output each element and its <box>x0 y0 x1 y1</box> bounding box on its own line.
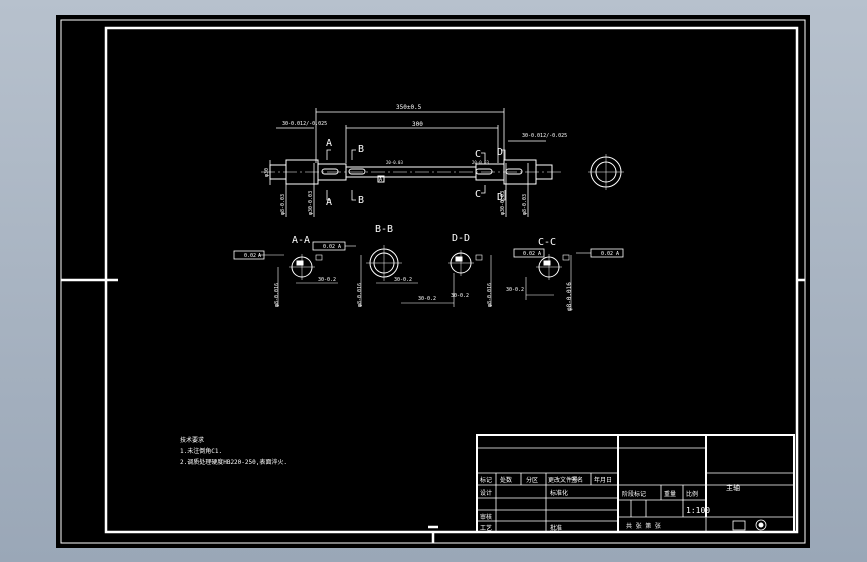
marker-b-bottom: B <box>358 195 364 206</box>
outer-sheet-border <box>60 19 806 544</box>
dim-right-dia-tol: 30-0.012/-0.025 <box>522 133 567 139</box>
corner-marks <box>60 19 806 544</box>
marker-c-bottom: C <box>475 189 481 200</box>
section-c-tol-ref: A <box>538 251 541 257</box>
section-a-a-drawing <box>233 250 338 307</box>
extra-tol-ref: A <box>616 251 619 257</box>
dim-left-small-dia: φ8-0.03 <box>280 194 286 215</box>
main-shaft <box>261 159 561 185</box>
section-d-dim-v: φ8-0.016 <box>487 283 493 307</box>
notes-line-1: 1.未注倒角C1. <box>180 447 222 455</box>
tb-sheji: 设计 <box>480 489 492 497</box>
section-a-dim-h: 30-0.2 <box>318 277 336 283</box>
marker-d-top: D <box>497 147 503 158</box>
tb-fenqu: 分区 <box>526 476 538 484</box>
dim-left-mid-dia: φ30-0.03 <box>308 191 314 215</box>
marker-c-top: C <box>475 149 481 160</box>
section-d-dim-h: 30-0.2 <box>418 296 436 302</box>
tb-biaozhunhua: 标准化 <box>550 489 568 497</box>
dim-right-mid-dia: φ30-0.03 <box>500 191 506 215</box>
tb-biaoji: 标记 <box>480 476 492 484</box>
section-b-tol: 0.02 <box>323 244 335 250</box>
notes-heading: 技术要求 <box>180 436 204 444</box>
dim-right-small-dia: φ8-0.03 <box>522 194 528 215</box>
dim-overall-length: 350±0.5 <box>396 104 422 111</box>
tb-date: 年月日 <box>594 476 612 484</box>
dim-left-dia-tol: 30-0.012/-0.025 <box>282 121 327 127</box>
datum-label: A <box>379 177 382 183</box>
dim-left-shaft-small: 20-0.03 <box>386 160 403 165</box>
section-a-dim-v: φ8-0.016 <box>274 283 280 307</box>
tb-jieduan: 阶段标记 <box>622 490 646 498</box>
technical-notes: 技术要求 1.未注倒角C1. 2.调质处理硬度HB220-250,表面淬火. <box>180 436 287 466</box>
tb-gongyi: 工艺 <box>480 524 492 532</box>
marker-a-bottom: A <box>326 197 332 208</box>
tb-scale: 1:100 <box>686 506 710 515</box>
section-c-tol: 0.02 <box>523 251 535 257</box>
inner-drawing-frame <box>104 26 799 534</box>
tb-zhongliang: 重量 <box>664 490 676 498</box>
tb-chushu: 处数 <box>500 476 512 484</box>
end-view <box>588 154 624 190</box>
tb-shenhe: 审核 <box>480 513 492 521</box>
cad-drawing-viewport[interactable]: 350±0.5 300 30-0.012/-0.025 30-0.012/-0.… <box>56 15 810 548</box>
dim-center-dia: φ30 <box>264 168 270 177</box>
section-c-dim-h: 30-0.2 <box>506 287 524 293</box>
marker-b-top: B <box>358 144 364 155</box>
extra-dim: 30-0.2 <box>451 293 469 299</box>
engineering-drawing: 350±0.5 300 30-0.012/-0.025 30-0.012/-0.… <box>60 19 806 544</box>
tb-bili: 比例 <box>686 490 698 498</box>
dimension-texts: 350±0.5 300 30-0.012/-0.025 30-0.012/-0.… <box>264 104 567 215</box>
dim-right-shaft-small: 20-0.03 <box>472 160 489 165</box>
marker-d-bottom: D <box>497 192 503 203</box>
section-d-d-title: D-D <box>452 233 470 244</box>
section-c-c-title: C-C <box>538 237 556 248</box>
section-cut-markers <box>326 149 506 201</box>
section-marker-labels: A A B B C C D D <box>326 138 503 208</box>
section-b-b-drawing <box>312 241 418 307</box>
tb-pizhun: 批准 <box>550 524 562 532</box>
section-a-tol: 0.02 <box>244 253 256 259</box>
tb-part-name: 主轴 <box>726 483 740 492</box>
section-b-tol-ref: A <box>338 244 341 250</box>
section-b-dim-v: φ8-0.016 <box>357 283 363 307</box>
marker-a-top: A <box>326 138 332 149</box>
section-view-labels: A-A B-B D-D C-C 0.02 A 0.02 A 0.02 A 0.0… <box>244 224 619 311</box>
notes-line-2: 2.调质处理硬度HB220-250,表面淬火. <box>180 458 287 466</box>
section-c-dim-v: φ8-0.016 <box>566 282 573 311</box>
title-block-text: 标记 处数 分区 更改文件号 签名 年月日 设计 标准化 审核 工艺 批准 阶段… <box>480 476 740 532</box>
section-a-a-title: A-A <box>292 235 310 246</box>
section-b-dim-h: 30-0.2 <box>394 277 412 283</box>
section-b-b-title: B-B <box>375 224 393 235</box>
centering-marks <box>61 278 805 543</box>
section-c-c-drawing <box>513 248 624 311</box>
tb-gengai: 更改文件号 <box>548 476 578 484</box>
dim-inner-length: 300 <box>412 121 423 128</box>
section-d-d-drawing <box>401 250 492 307</box>
tb-qianming: 签名 <box>571 476 583 484</box>
section-a-tol-ref: A <box>258 253 261 259</box>
title-block-frame <box>476 434 795 533</box>
tb-sheet: 共 张 第 张 <box>626 522 661 530</box>
extra-tol: 0.02 <box>601 251 613 257</box>
